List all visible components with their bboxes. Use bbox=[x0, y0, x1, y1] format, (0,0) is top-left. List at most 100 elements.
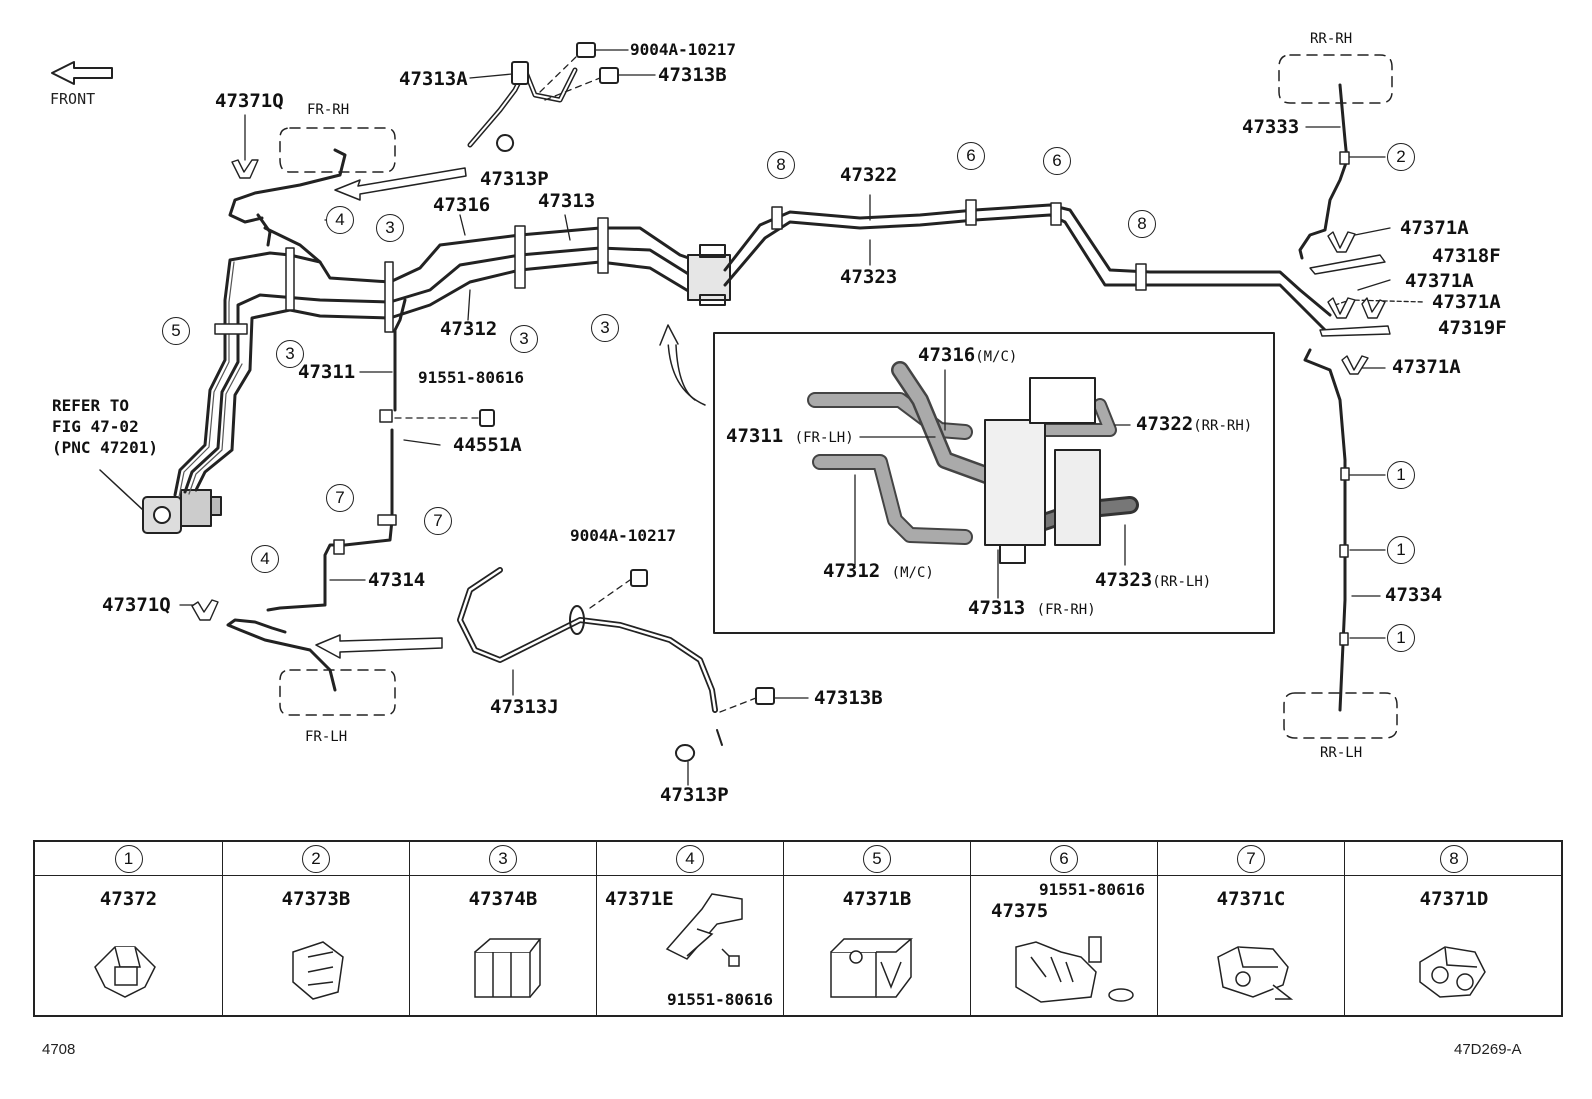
legend-cell-3[interactable]: 3 47374B bbox=[409, 842, 596, 1015]
callout-6-b[interactable]: 6 bbox=[1043, 147, 1071, 175]
part-47334[interactable]: 47334 bbox=[1385, 584, 1443, 606]
clip-47371C-icon bbox=[1217, 946, 1294, 1000]
location-rr-rh: RR-RH bbox=[1310, 31, 1353, 47]
legend-cell-5[interactable]: 5 47371B bbox=[783, 842, 970, 1015]
callout-8-b[interactable]: 8 bbox=[1128, 210, 1156, 238]
part-47316[interactable]: 47316 bbox=[433, 194, 491, 216]
bolt-icon bbox=[479, 42, 775, 705]
legend-part: 47374B bbox=[468, 888, 538, 910]
part-9004A-top[interactable]: 9004A-10217 bbox=[630, 40, 736, 59]
part-47318F[interactable]: 47318F bbox=[1432, 245, 1501, 267]
callout-2[interactable]: 2 bbox=[1387, 143, 1415, 171]
legend-callout-3: 3 bbox=[489, 845, 517, 873]
callout-6-a[interactable]: 6 bbox=[957, 142, 985, 170]
part-47371A-4[interactable]: 47371A bbox=[1392, 356, 1461, 378]
callout-3-b[interactable]: 3 bbox=[276, 340, 304, 368]
callout-7-b[interactable]: 7 bbox=[424, 507, 452, 535]
part-47371Q-top[interactable]: 47371Q bbox=[215, 90, 284, 112]
legend-cell-4[interactable]: 4 47371E 91551-80616 bbox=[596, 842, 783, 1015]
inset-47316[interactable]: 47316(M/C) bbox=[918, 346, 1017, 365]
part-47313J[interactable]: 47313J bbox=[490, 696, 559, 718]
legend-callout-1: 1 bbox=[114, 845, 143, 873]
legend-callout-7: 7 bbox=[1237, 845, 1265, 873]
part-47313B-bottom[interactable]: 47313B bbox=[814, 687, 883, 709]
inset-47312-location: (M/C) bbox=[891, 565, 934, 581]
part-47323[interactable]: 47323 bbox=[840, 266, 898, 288]
part-47313A[interactable]: 47313A bbox=[399, 68, 468, 90]
legend-part: 47371C bbox=[1216, 888, 1286, 910]
clip-47371B-icon bbox=[830, 938, 914, 998]
inset-junction-detail bbox=[807, 361, 1139, 564]
inset-47311[interactable]: 47311 (FR-LH) bbox=[726, 427, 854, 446]
legend-cell-7[interactable]: 7 47371C bbox=[1157, 842, 1344, 1015]
legend-part: 47373B bbox=[281, 888, 351, 910]
location-rr-lh: RR-LH bbox=[1320, 745, 1363, 761]
clip-47371D-icon bbox=[1419, 946, 1486, 998]
callout-5[interactable]: 5 bbox=[162, 317, 190, 345]
part-47313B-top[interactable]: 47313B bbox=[658, 64, 727, 86]
legend-callout-6: 6 bbox=[1050, 845, 1078, 873]
callout-8-a[interactable]: 8 bbox=[767, 151, 795, 179]
part-47333[interactable]: 47333 bbox=[1242, 116, 1300, 138]
inset-47311-location: (FR-LH) bbox=[794, 430, 854, 446]
inset-47323[interactable]: 47323(RR-LH) bbox=[1095, 571, 1211, 590]
part-44551A[interactable]: 44551A bbox=[453, 434, 522, 456]
callout-1-b[interactable]: 1 bbox=[1387, 536, 1415, 564]
legend-part: 47371D bbox=[1419, 888, 1489, 910]
inset-47316-number: 47316 bbox=[918, 344, 976, 366]
fr-lh-box bbox=[279, 669, 396, 716]
legend-cell-8[interactable]: 8 47371D bbox=[1344, 842, 1563, 1015]
callout-1-c[interactable]: 1 bbox=[1387, 624, 1415, 652]
legend-cell-2[interactable]: 2 47373B bbox=[222, 842, 409, 1015]
part-47311[interactable]: 47311 bbox=[298, 361, 356, 383]
callout-3-a[interactable]: 3 bbox=[376, 214, 404, 242]
clip-47374B-icon bbox=[474, 938, 542, 998]
inset-47312[interactable]: 47312 (M/C) bbox=[823, 562, 934, 581]
inset-47316-location: (M/C) bbox=[975, 349, 1018, 365]
part-47313P-top[interactable]: 47313P bbox=[480, 168, 549, 190]
callout-3-c[interactable]: 3 bbox=[510, 325, 538, 353]
inset-47322[interactable]: 47322(RR-RH) bbox=[1136, 415, 1252, 434]
callout-1-a[interactable]: 1 bbox=[1387, 461, 1415, 489]
legend-cell-6[interactable]: 6 47375 91551-80616 bbox=[970, 842, 1157, 1015]
callout-4-top[interactable]: 4 bbox=[326, 206, 354, 234]
callout-4-bottom[interactable]: 4 bbox=[251, 545, 279, 573]
inset-47322-number: 47322 bbox=[1136, 413, 1194, 435]
part-9004A-bottom[interactable]: 9004A-10217 bbox=[570, 526, 676, 545]
inset-47312-number: 47312 bbox=[823, 560, 881, 582]
legend-part: 91551-80616 bbox=[667, 990, 773, 1009]
inset-47323-location: (RR-LH) bbox=[1152, 574, 1212, 590]
part-47314[interactable]: 47314 bbox=[368, 569, 426, 591]
legend-part: 47371B bbox=[842, 888, 912, 910]
rr-lh-box bbox=[1283, 692, 1398, 739]
legend-cell-1[interactable]: 1 47372 bbox=[35, 842, 222, 1015]
legend-callout-8: 8 bbox=[1440, 845, 1468, 873]
clip-47371E-icon bbox=[665, 893, 743, 967]
legend-part: 91551-80616 bbox=[1039, 880, 1145, 899]
part-91551-mid[interactable]: 91551-80616 bbox=[418, 368, 524, 387]
legend-part: 47375 bbox=[991, 900, 1049, 922]
part-47313P-bottom[interactable]: 47313P bbox=[660, 784, 729, 806]
part-47313[interactable]: 47313 bbox=[538, 190, 596, 212]
part-47371A-1[interactable]: 47371A bbox=[1400, 217, 1469, 239]
inset-box bbox=[713, 332, 1275, 634]
part-47371Q-bottom[interactable]: 47371Q bbox=[102, 594, 171, 616]
part-47319F[interactable]: 47319F bbox=[1438, 317, 1507, 339]
legend-part: 47372 bbox=[99, 888, 158, 910]
footer-right-code: 47D269-A bbox=[1454, 1041, 1522, 1058]
part-47371A-2[interactable]: 47371A bbox=[1405, 270, 1474, 292]
part-47312[interactable]: 47312 bbox=[440, 318, 498, 340]
callout-3-d[interactable]: 3 bbox=[591, 314, 619, 342]
part-47371A-3[interactable]: 47371A bbox=[1432, 291, 1501, 313]
refer-note-line-3: (PNC 47201) bbox=[52, 438, 158, 457]
part-47322[interactable]: 47322 bbox=[840, 164, 898, 186]
inset-47313[interactable]: 47313 (FR-RH) bbox=[968, 599, 1096, 618]
refer-note-line-1: REFER TO bbox=[52, 396, 130, 415]
callout-7-a[interactable]: 7 bbox=[326, 484, 354, 512]
clip-legend-table: 1 47372 2 47373B 3 47374B 4 47371E 91551… bbox=[33, 840, 1563, 1017]
clip-47373B-icon bbox=[292, 941, 344, 1000]
inset-47323-number: 47323 bbox=[1095, 569, 1153, 591]
junction-block-icon bbox=[687, 244, 731, 306]
clip-47375-icon bbox=[1015, 936, 1134, 1003]
location-fr-lh: FR-LH bbox=[305, 729, 348, 745]
